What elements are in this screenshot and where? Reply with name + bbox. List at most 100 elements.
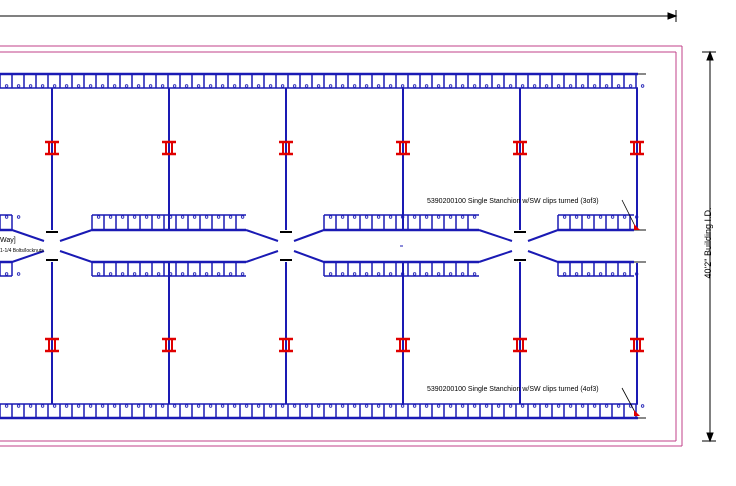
- top-comb-clip: [448, 84, 453, 88]
- mid-upper-comb-clip: [228, 215, 233, 219]
- mid-lower-comb-clip: [204, 272, 209, 276]
- bottom-comb-clip: [364, 404, 369, 408]
- top-comb-clip: [544, 84, 549, 88]
- pen-structure: [0, 72, 646, 420]
- mid-upper-comb-clip: [388, 215, 393, 219]
- bottom-comb-clip: [352, 404, 357, 408]
- left-partial-label-1: Way]: [0, 237, 16, 244]
- bottom-comb-clip: [496, 404, 501, 408]
- bottom-comb-clip: [412, 404, 417, 408]
- mid-upper-comb-clip: [204, 215, 209, 219]
- mid-lower-comb-clip: [96, 272, 101, 276]
- top-comb-clip: [364, 84, 369, 88]
- top-comb-clip: [580, 84, 585, 88]
- bottom-comb-clip: [316, 404, 321, 408]
- bottom-comb-clip: [52, 404, 57, 408]
- mid-lower-comb-clip: [144, 272, 149, 276]
- mid-upper-comb-clip: [16, 215, 21, 219]
- mid-upper-comb-clip: [180, 215, 185, 219]
- mid-upper-comb-clip: [364, 215, 369, 219]
- gate-diagonal: [478, 250, 513, 263]
- top-comb-clip: [412, 84, 417, 88]
- gate-diagonal: [11, 229, 45, 242]
- mid-lower-comb-clip: [16, 272, 21, 276]
- gate-diagonal: [527, 250, 559, 263]
- mid-upper-comb-clip: [120, 215, 125, 219]
- bottom-comb-clip: [448, 404, 453, 408]
- mid-upper-comb-clip: [352, 215, 357, 219]
- mid-upper-comb-clip: [574, 215, 579, 219]
- mid-upper-comb-clip: [108, 215, 113, 219]
- bottom-comb-clip: [196, 404, 201, 408]
- top-comb-clip: [340, 84, 345, 88]
- bottom-comb-clip: [136, 404, 141, 408]
- bottom-comb-clip: [400, 404, 405, 408]
- mid-upper-comb-clip: [436, 215, 441, 219]
- top-comb-clip: [496, 84, 501, 88]
- mid-upper-comb-clip: [586, 215, 591, 219]
- top-comb-clip: [100, 84, 105, 88]
- top-comb-clip: [196, 84, 201, 88]
- bottom-comb-clip: [520, 404, 525, 408]
- bottom-comb-clip: [244, 404, 249, 408]
- top-comb-clip: [472, 84, 477, 88]
- mid-lower-comb-clip: [364, 272, 369, 276]
- gate-diagonal: [59, 250, 93, 263]
- bottom-comb-clip: [640, 404, 645, 408]
- top-comb-clip: [616, 84, 621, 88]
- top-comb-clip: [232, 84, 237, 88]
- stanchion-group: [45, 140, 644, 416]
- bottom-comb-clip: [340, 404, 345, 408]
- bottom-comb-clip: [460, 404, 465, 408]
- mid-lower-comb-clip: [156, 272, 161, 276]
- bottom-comb-clip: [532, 404, 537, 408]
- mid-lower-comb-clip: [108, 272, 113, 276]
- mid-lower-comb-clip: [412, 272, 417, 276]
- top-comb-clip: [592, 84, 597, 88]
- top-comb-clip: [124, 84, 129, 88]
- top-comb-clip: [460, 84, 465, 88]
- leader-marker: [634, 224, 640, 230]
- bottom-comb-clip: [160, 404, 165, 408]
- gate-diagonal: [245, 229, 279, 242]
- top-comb-clip: [352, 84, 357, 88]
- top-comb-clip: [52, 84, 57, 88]
- bottom-comb-clip: [4, 404, 9, 408]
- building-dimension-label: 40'2" Building I.D.: [703, 207, 713, 279]
- top-comb-clip: [400, 84, 405, 88]
- mid-upper-comb-clip: [622, 215, 627, 219]
- bottom-comb-clip: [424, 404, 429, 408]
- mid-upper-comb-clip: [400, 215, 405, 219]
- bottom-comb-clip: [28, 404, 33, 408]
- bottom-comb-clip: [544, 404, 549, 408]
- top-comb-clip: [436, 84, 441, 88]
- top-comb-clip: [568, 84, 573, 88]
- mid-upper-comb-clip: [448, 215, 453, 219]
- bottom-comb-clip: [268, 404, 273, 408]
- mid-lower-comb-clip: [328, 272, 333, 276]
- top-comb-clip: [88, 84, 93, 88]
- top-comb-clip: [148, 84, 153, 88]
- top-comb-clip: [424, 84, 429, 88]
- top-comb-clip: [268, 84, 273, 88]
- bottom-comb-clip: [148, 404, 153, 408]
- top-comb-clip: [640, 84, 645, 88]
- gate-diagonal: [293, 250, 325, 263]
- mid-upper-comb-clip: [144, 215, 149, 219]
- mid-lower-comb-clip: [388, 272, 393, 276]
- mid-upper-comb-clip: [328, 215, 333, 219]
- mid-upper-comb-clip: [340, 215, 345, 219]
- mid-lower-comb-clip: [180, 272, 185, 276]
- top-comb-clip: [316, 84, 321, 88]
- mid-lower-comb-clip: [460, 272, 465, 276]
- mid-lower-comb-clip: [448, 272, 453, 276]
- mid-lower-comb-clip: [168, 272, 173, 276]
- gate-diagonal: [11, 250, 45, 263]
- stanchion-note-bottom: 5390200100 Single Stanchion w/SW clips t…: [427, 386, 599, 393]
- top-comb-clip: [16, 84, 21, 88]
- top-comb-clip: [304, 84, 309, 88]
- mid-upper-comb-clip: [96, 215, 101, 219]
- bottom-comb-clip: [184, 404, 189, 408]
- bottom-comb-clip: [208, 404, 213, 408]
- gate-diagonal: [245, 250, 279, 263]
